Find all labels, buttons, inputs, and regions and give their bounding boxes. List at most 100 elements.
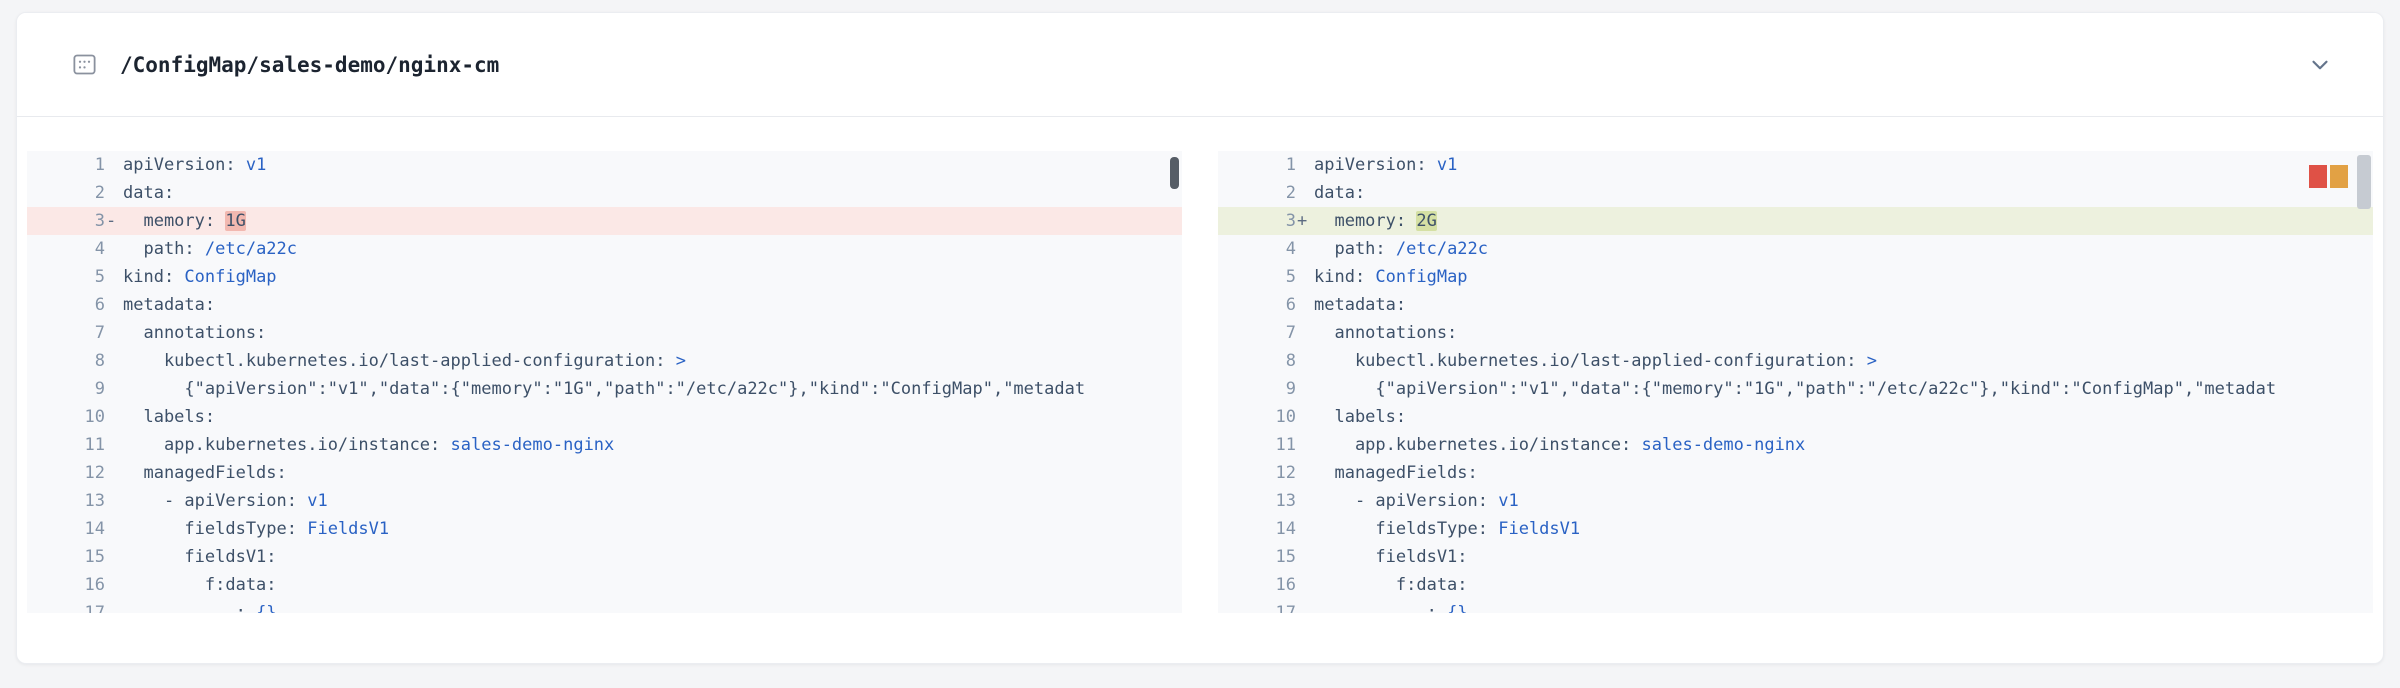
diff-sign <box>105 151 123 179</box>
diff-sign <box>1296 179 1314 207</box>
diff-sign <box>105 571 123 599</box>
line-number: 14 <box>84 519 105 539</box>
line-number: 2 <box>1285 183 1296 203</box>
line-number: 6 <box>1285 295 1296 315</box>
line-number: 5 <box>94 267 105 287</box>
line-text: fieldsV1: <box>123 547 277 567</box>
line-text: f:data: <box>1314 575 1468 595</box>
diff-sign <box>1296 487 1314 515</box>
code-line: 9 {"apiVersion":"v1","data":{"memory":"1… <box>27 375 1182 403</box>
line-number: 16 <box>84 575 105 595</box>
diff-sign <box>105 515 123 543</box>
code-line: 13 - apiVersion: v1 <box>27 487 1182 515</box>
code-line: 8 kubectl.kubernetes.io/last-applied-con… <box>1218 347 2373 375</box>
line-number: 8 <box>94 351 105 371</box>
diff-sign <box>105 543 123 571</box>
code-line: 7 annotations: <box>27 319 1182 347</box>
configmap-resource-icon <box>71 51 98 78</box>
line-text: memory: 1G <box>123 211 246 231</box>
diff-sign <box>105 487 123 515</box>
line-number: 12 <box>1275 463 1296 483</box>
diff-sign <box>1296 151 1314 179</box>
code-line: 17 .: {} <box>1218 599 2373 613</box>
line-number: 5 <box>1285 267 1296 287</box>
line-number: 1 <box>94 155 105 175</box>
line-text: {"apiVersion":"v1","data":{"memory":"1G"… <box>123 379 1086 399</box>
resource-path-title: /ConfigMap/sales-demo/nginx-cm <box>120 52 500 77</box>
line-number: 6 <box>94 295 105 315</box>
resource-diff-card: /ConfigMap/sales-demo/nginx-cm 1 apiVersi… <box>16 12 2384 664</box>
diff-changed-marker <box>2330 165 2348 188</box>
diff-sign <box>1296 403 1314 431</box>
diff-sign <box>1296 459 1314 487</box>
code-line: 10 labels: <box>27 403 1182 431</box>
code-line: 7 annotations: <box>1218 319 2373 347</box>
line-text: kubectl.kubernetes.io/last-applied-confi… <box>1314 351 1877 371</box>
code-line: 15 fieldsV1: <box>1218 543 2373 571</box>
code-line: 11 app.kubernetes.io/instance: sales-dem… <box>27 431 1182 459</box>
line-text: path: /etc/a22c <box>1314 239 1489 259</box>
chevron-down-icon[interactable] <box>2301 46 2339 84</box>
line-number: 1 <box>1285 155 1296 175</box>
line-number: 16 <box>1275 575 1296 595</box>
line-number: 15 <box>1275 547 1296 567</box>
right-pane-scrollbar-thumb[interactable] <box>2357 155 2371 209</box>
line-number: 7 <box>1285 323 1296 343</box>
diff-sign <box>1296 235 1314 263</box>
diff-sign <box>105 431 123 459</box>
diff-sign <box>1296 263 1314 291</box>
diff-sign <box>1296 291 1314 319</box>
line-text: app.kubernetes.io/instance: sales-demo-n… <box>123 435 615 455</box>
line-number: 7 <box>94 323 105 343</box>
code-line: 16 f:data: <box>27 571 1182 599</box>
line-number: 8 <box>1285 351 1296 371</box>
line-text: fieldsType: FieldsV1 <box>123 519 390 539</box>
code-line: 5 kind: ConfigMap <box>27 263 1182 291</box>
left-pane-scrollbar-thumb[interactable] <box>1170 157 1179 189</box>
line-number: 12 <box>84 463 105 483</box>
code-line: 12 managedFields: <box>1218 459 2373 487</box>
line-text: kind: ConfigMap <box>1314 267 1468 287</box>
code-line: 4 path: /etc/a22c <box>27 235 1182 263</box>
line-text: annotations: <box>123 323 267 343</box>
line-number: 17 <box>1275 603 1296 613</box>
code-line: 13 - apiVersion: v1 <box>1218 487 2373 515</box>
diff-sign <box>1296 347 1314 375</box>
line-text: annotations: <box>1314 323 1458 343</box>
code-line: 11 app.kubernetes.io/instance: sales-dem… <box>1218 431 2373 459</box>
diff-removed-marker <box>2309 165 2327 188</box>
diff-sign <box>105 179 123 207</box>
code-line: 15 fieldsV1: <box>27 543 1182 571</box>
line-number: 13 <box>1275 491 1296 511</box>
line-text: app.kubernetes.io/instance: sales-demo-n… <box>1314 435 1806 455</box>
line-number: 15 <box>84 547 105 567</box>
code-line: 8 kubectl.kubernetes.io/last-applied-con… <box>27 347 1182 375</box>
line-number: 10 <box>1275 407 1296 427</box>
diff-sign <box>105 347 123 375</box>
line-text: metadata: <box>1314 295 1407 315</box>
line-number: 9 <box>1285 379 1296 399</box>
diff-sign <box>1296 375 1314 403</box>
line-text: kind: ConfigMap <box>123 267 277 287</box>
line-text: data: <box>123 183 175 203</box>
line-number: 3 <box>94 211 105 231</box>
line-number: 4 <box>94 239 105 259</box>
line-number: 14 <box>1275 519 1296 539</box>
code-line: 14 fieldsType: FieldsV1 <box>27 515 1182 543</box>
line-text: .: {} <box>1314 603 1468 613</box>
code-line: 9 {"apiVersion":"v1","data":{"memory":"1… <box>1218 375 2373 403</box>
line-text: fieldsType: FieldsV1 <box>1314 519 1581 539</box>
diff-sign <box>1296 599 1314 613</box>
diff-sign <box>105 319 123 347</box>
line-text: kubectl.kubernetes.io/last-applied-confi… <box>123 351 686 371</box>
diff-changed-word: 1G <box>225 211 246 231</box>
diff-sign: - <box>106 211 117 231</box>
diff-sign <box>1296 431 1314 459</box>
line-text: apiVersion: v1 <box>1314 155 1458 175</box>
